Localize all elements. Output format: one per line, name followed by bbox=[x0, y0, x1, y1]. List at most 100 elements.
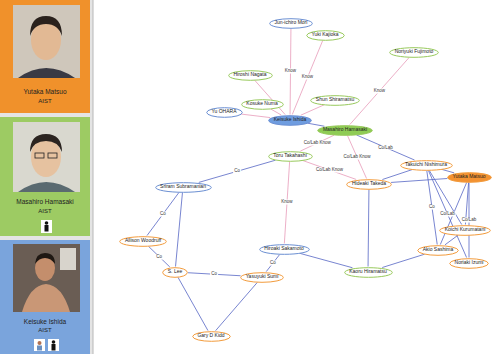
person-name: Yutaka Matsuo bbox=[24, 88, 67, 97]
edge-label: Co bbox=[155, 254, 163, 259]
person-name: Keisuke Ishida bbox=[24, 318, 66, 327]
affiliation: AIST bbox=[38, 326, 51, 334]
relation-line bbox=[391, 179, 447, 183]
person-name: Hiroaki Sakamoto bbox=[264, 245, 305, 251]
node-ellipse bbox=[390, 47, 439, 57]
edge-label: Co/Lab bbox=[377, 145, 394, 150]
node-ellipse bbox=[400, 160, 452, 170]
node-ellipse bbox=[120, 236, 167, 246]
person-icon bbox=[34, 339, 45, 351]
relation-line bbox=[350, 57, 409, 124]
node-ellipse bbox=[440, 225, 491, 235]
profile-card: Yutaka MatsuoAIST bbox=[0, 81, 90, 112]
relation-line bbox=[300, 253, 353, 267]
person-node: Keisuke Ishida bbox=[268, 115, 312, 126]
node-ellipse bbox=[269, 115, 312, 125]
relation-line bbox=[241, 114, 270, 118]
node-ellipse bbox=[241, 99, 283, 109]
person-node: Noriyuki Fujimoto bbox=[389, 47, 439, 58]
person-node: Yu OHARA bbox=[206, 107, 243, 118]
person-name: Noriaki Izumi bbox=[454, 259, 484, 265]
edge-label: Co bbox=[428, 205, 436, 210]
person-name: Kosuke Numa bbox=[246, 100, 279, 106]
person-name: Kaoru Hiramatsu bbox=[349, 268, 388, 274]
person-node: Shun Shiramatsu bbox=[310, 95, 360, 106]
person-name: Shun Shiramatsu bbox=[315, 96, 355, 102]
person-name: Toru Takahashi bbox=[273, 152, 308, 158]
node-ellipse bbox=[259, 244, 309, 254]
person-name: Yu OHARA bbox=[211, 108, 238, 114]
edge-label: Know bbox=[284, 69, 297, 74]
relation-line bbox=[178, 277, 208, 330]
edge-label: Co/Lab Know bbox=[303, 141, 332, 146]
side-panel bbox=[0, 0, 93, 354]
person-name: Yuki Kajioka bbox=[311, 31, 340, 37]
relation-line bbox=[199, 160, 276, 182]
person-name: Jun-ichiro Mori bbox=[274, 19, 308, 25]
person-icon bbox=[48, 339, 59, 351]
card-band bbox=[0, 117, 90, 236]
node-ellipse bbox=[192, 331, 230, 341]
relation-line bbox=[216, 282, 258, 330]
person-node: Yuki Kajioka bbox=[306, 30, 345, 41]
edge-label: Co/Lab Know bbox=[342, 155, 371, 160]
person-node: Koichi Kurumatani bbox=[439, 225, 491, 236]
edge-label: Co bbox=[269, 261, 277, 266]
person-name: Hiroshi Nagata bbox=[233, 71, 268, 77]
portrait-photo bbox=[13, 5, 80, 78]
node-ellipse bbox=[241, 272, 284, 282]
relation-line bbox=[271, 109, 281, 115]
node-ellipse bbox=[163, 267, 188, 277]
person-name: S. Lee bbox=[167, 268, 183, 274]
card-band bbox=[0, 240, 90, 354]
affiliation: AIST bbox=[38, 97, 51, 105]
person-node: Hiroaki Sakamoto bbox=[259, 244, 310, 255]
node-ellipse bbox=[311, 95, 360, 105]
person-name: Yasuyuki Sumi bbox=[245, 273, 279, 279]
node-ellipse bbox=[450, 258, 489, 268]
node-ellipse bbox=[155, 182, 211, 192]
relation-line bbox=[445, 235, 458, 245]
edge-label: Know bbox=[373, 89, 386, 94]
edge-label: Co/Lab bbox=[461, 218, 478, 223]
node-ellipse bbox=[418, 245, 459, 255]
person-node: Noriaki Izumi bbox=[449, 258, 489, 269]
person-name: Hideaki Takeda bbox=[351, 180, 387, 186]
profile-card: Keisuke IshidaAIST bbox=[0, 314, 90, 338]
relation-line bbox=[176, 192, 183, 266]
node-ellipse bbox=[447, 172, 491, 182]
affiliation: AIST bbox=[38, 207, 51, 215]
edge-label: Co bbox=[159, 212, 167, 217]
person-node: Hiroshi Nagata bbox=[228, 70, 273, 81]
person-name: Keisuke Ishida bbox=[273, 116, 307, 122]
person-name: Masahiro Hamasaki bbox=[322, 126, 368, 132]
edge-label: Co bbox=[210, 272, 218, 277]
profile-card: Masahiro HamasakiAIST bbox=[0, 194, 90, 219]
person-node: Hideaki Takeda bbox=[346, 179, 392, 190]
person-node: Jun-ichiro Mori bbox=[269, 18, 313, 29]
relation-line bbox=[255, 80, 285, 114]
person-node: Yasuyuki Sumi bbox=[240, 272, 284, 283]
person-name: Masahiro Hamasaki bbox=[16, 198, 73, 207]
node-ellipse bbox=[268, 151, 312, 161]
edge-label: Co/Lab bbox=[439, 212, 456, 217]
node-ellipse bbox=[347, 179, 392, 189]
edge-label: Co/Lab Know bbox=[315, 168, 344, 173]
person-name: Gary D Kidd bbox=[197, 332, 226, 338]
person-node: Takuichi Nishimura bbox=[400, 160, 453, 171]
person-name: Allison Woodruff bbox=[124, 237, 162, 243]
person-icon bbox=[41, 220, 52, 233]
node-ellipse bbox=[270, 18, 313, 28]
node-ellipse bbox=[344, 267, 392, 277]
person-node: Sriram Subramanian bbox=[155, 182, 212, 193]
relation-line bbox=[382, 254, 424, 267]
person-name: Akio Sashima bbox=[422, 246, 454, 252]
relation-line bbox=[382, 170, 412, 180]
node-ellipse bbox=[306, 30, 344, 40]
node-ellipse bbox=[228, 70, 272, 80]
node-ellipse bbox=[206, 107, 242, 117]
relation-line bbox=[428, 170, 466, 257]
person-name: Yutaka Matsuo bbox=[452, 173, 487, 179]
relation-line bbox=[368, 189, 370, 266]
